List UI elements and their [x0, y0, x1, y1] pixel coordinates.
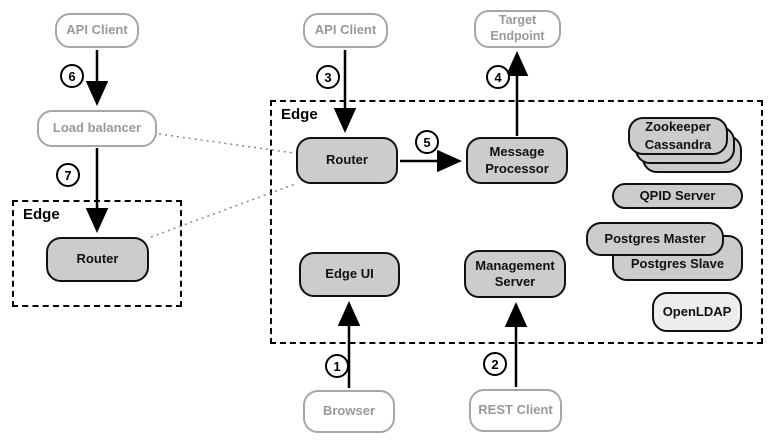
edge-region-main-label: Edge — [281, 106, 318, 123]
node-router-main: Router — [296, 137, 398, 184]
node-api-client-mid: API Client — [303, 13, 388, 48]
step-badge-7: 7 — [56, 163, 80, 187]
zookeeper-label: Zookeeper — [645, 119, 711, 135]
node-management-server: Management Server — [464, 250, 566, 298]
step-badge-1: 1 — [325, 354, 349, 378]
step-badge-6: 6 — [60, 64, 84, 88]
step-badge-2: 2 — [483, 352, 507, 376]
cassandra-label: Cassandra — [644, 136, 712, 152]
node-router-left: Router — [46, 237, 149, 282]
node-rest-client: REST Client — [469, 389, 562, 432]
node-target-endpoint: Target Endpoint — [474, 10, 561, 48]
node-qpid-server: QPID Server — [612, 183, 743, 209]
node-browser: Browser — [303, 390, 395, 433]
node-edge-ui: Edge UI — [299, 252, 400, 297]
node-message-processor: Message Processor — [466, 137, 568, 184]
step-badge-3: 3 — [316, 65, 340, 89]
node-openldap: OpenLDAP — [652, 292, 742, 332]
edge-region-small-label: Edge — [23, 206, 60, 223]
node-zookeeper-cassandra: Zookeeper Cassandra — [628, 117, 728, 155]
step-badge-4: 4 — [486, 65, 510, 89]
node-api-client-left: API Client — [55, 13, 139, 48]
node-load-balancer: Load balancer — [37, 110, 157, 147]
node-postgres-master: Postgres Master — [586, 222, 724, 256]
step-badge-5: 5 — [415, 130, 439, 154]
